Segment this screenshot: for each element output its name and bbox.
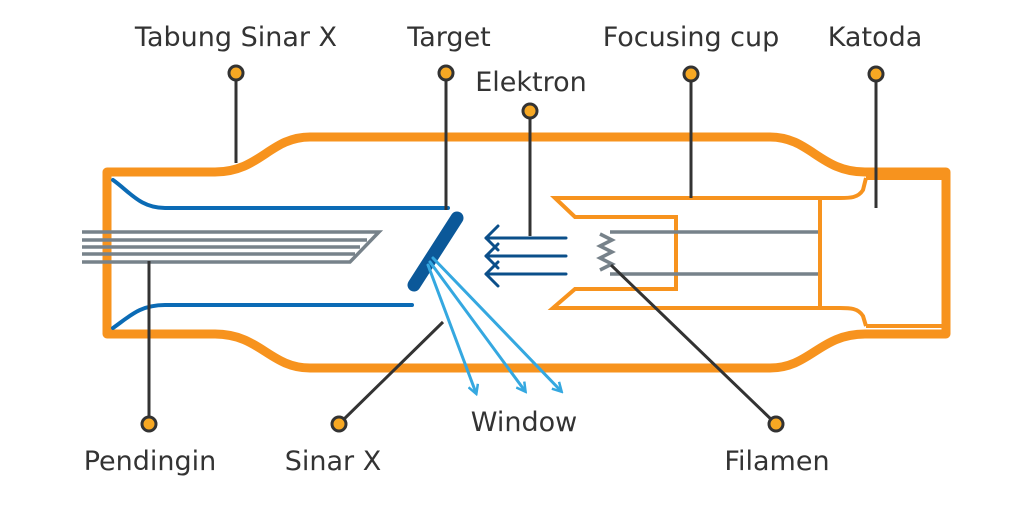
filament-wires [596,230,818,276]
label-pendingin: Pendingin [84,446,217,477]
label-sinar-x: Sinar X [285,446,381,477]
anode [111,178,450,330]
label-tabung-sinar-x: Tabung Sinar X [134,22,337,53]
target-plate [407,211,464,292]
label-window: Window [471,407,577,438]
leader-dots [140,64,885,433]
down-right-arrows-icon [426,256,561,393]
label-katoda: Katoda [828,22,923,53]
leader-lines [147,73,878,426]
label-elektron: Elektron [475,67,587,98]
label-target: Target [406,22,491,53]
tube-outline [102,132,951,373]
cathode-assembly [547,176,946,328]
label-focusing-cup: Focusing cup [603,22,780,53]
label-filamen: Filamen [724,446,829,477]
cooling-tubes [82,230,384,264]
left-arrows-icon [484,224,568,288]
